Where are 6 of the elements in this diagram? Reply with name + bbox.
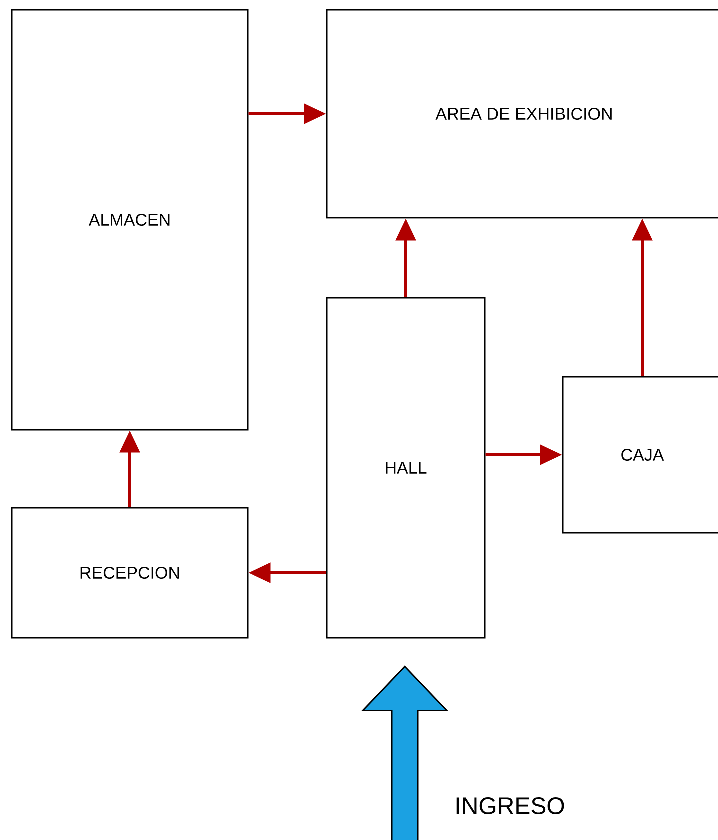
room-box: HALL: [326, 297, 486, 639]
edge-label: INGRESO: [454, 796, 566, 816]
room-box: AREA DE EXHIBICION: [326, 9, 718, 219]
room-box: ALMACEN: [11, 9, 249, 431]
room-box: CAJA: [562, 376, 718, 534]
room-box: RECEPCION: [11, 507, 249, 639]
